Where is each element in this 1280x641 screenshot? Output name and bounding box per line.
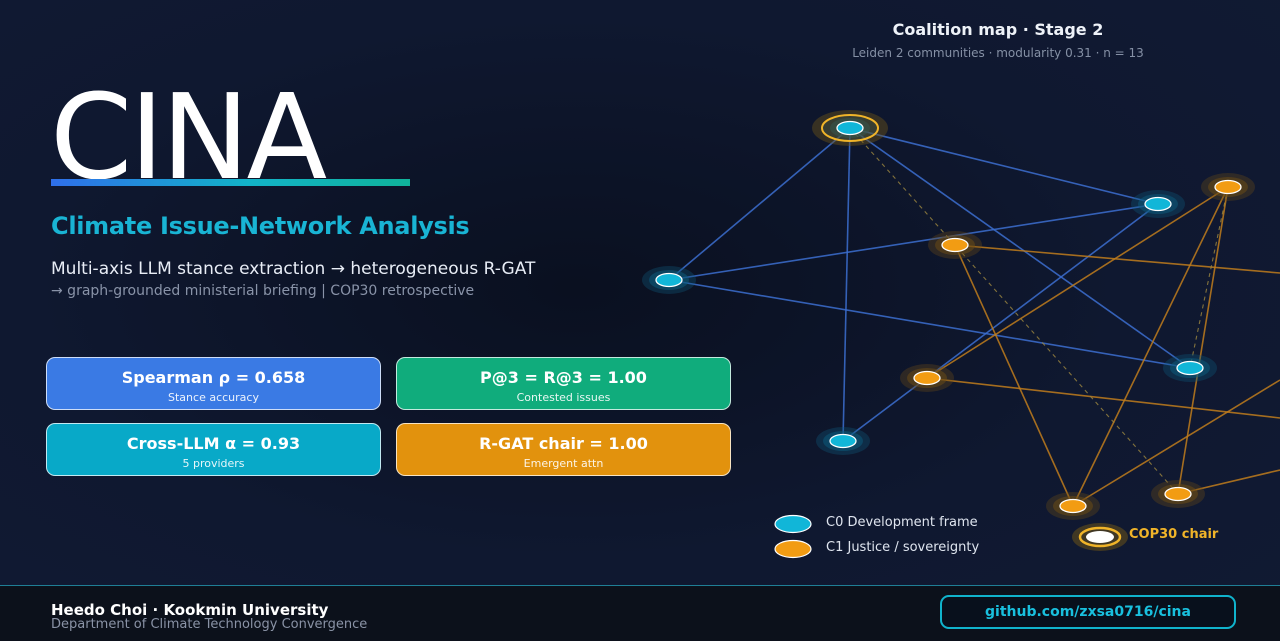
graph-edge bbox=[668, 203, 1159, 281]
metric-label: Emergent attn bbox=[523, 457, 604, 470]
graph-edge bbox=[668, 279, 1191, 369]
node-c1 bbox=[1214, 179, 1242, 195]
logo-underline bbox=[51, 179, 410, 186]
metric-card-stance-accuracy: Spearman ρ = 0.658 Stance accuracy bbox=[46, 357, 381, 410]
graph-edge-dashed bbox=[1189, 186, 1229, 369]
repository-link[interactable]: github.com/zxsa0716/cina bbox=[940, 595, 1236, 629]
metric-card-rgat-chair: R-GAT chair = 1.00 Emergent attn bbox=[396, 423, 731, 476]
metric-value: Cross-LLM α = 0.93 bbox=[126, 434, 301, 453]
graph-edge bbox=[668, 127, 851, 281]
node-c0 bbox=[836, 120, 864, 136]
node-c0 bbox=[829, 433, 857, 449]
graph-edge bbox=[954, 244, 1074, 507]
chair-marker bbox=[1086, 531, 1114, 543]
node-c0 bbox=[1176, 360, 1204, 376]
node-c1 bbox=[913, 370, 941, 386]
graph-edge bbox=[954, 244, 1280, 274]
metric-value: Spearman ρ = 0.658 bbox=[121, 368, 306, 387]
node-c0 bbox=[1144, 196, 1172, 212]
legend-marker-c1 bbox=[774, 539, 812, 559]
chair-marker-ring bbox=[1078, 526, 1122, 548]
metric-value: R-GAT chair = 1.00 bbox=[479, 434, 648, 453]
logo-wordmark: CINA bbox=[50, 68, 327, 206]
metric-value: P@3 = R@3 = 1.00 bbox=[480, 368, 647, 387]
metric-label: 5 providers bbox=[182, 457, 245, 470]
metric-card-contested-issues: P@3 = R@3 = 1.00 Contested issues bbox=[396, 357, 731, 410]
graph-edge-dashed bbox=[849, 127, 1179, 495]
project-subtitle: Climate Issue-Network Analysis bbox=[51, 212, 470, 240]
legend-label-c1: C1 Justice / sovereignty bbox=[826, 540, 980, 555]
node-c0 bbox=[655, 272, 683, 288]
chair-legend-label: COP30 chair bbox=[1129, 527, 1219, 542]
legend-label-c0: C0 Development frame bbox=[826, 515, 978, 530]
graph-edge bbox=[842, 203, 1159, 442]
metric-label: Stance accuracy bbox=[168, 391, 259, 404]
department-name: Department of Climate Technology Converg… bbox=[51, 617, 368, 632]
metric-label: Contested issues bbox=[516, 391, 611, 404]
pipeline-description: Multi-axis LLM stance extraction → heter… bbox=[51, 259, 536, 279]
node-c1 bbox=[1059, 498, 1087, 514]
graph-edge bbox=[1072, 186, 1229, 507]
pipeline-description-secondary: → graph-grounded ministerial briefing | … bbox=[51, 283, 475, 299]
legend-marker-c0 bbox=[774, 514, 812, 534]
graph-edge bbox=[842, 127, 851, 442]
author-affiliation: Heedo Choi · Kookmin University bbox=[51, 601, 329, 619]
graph-edge bbox=[849, 127, 1191, 369]
graph-edge bbox=[1072, 379, 1280, 507]
metric-card-cross-llm: Cross-LLM α = 0.93 5 providers bbox=[46, 423, 381, 476]
graph-edge bbox=[926, 186, 1229, 379]
coalition-map-title: Coalition map · Stage 2 bbox=[892, 20, 1104, 39]
chair-ring bbox=[821, 114, 879, 142]
graph-edge bbox=[849, 127, 1159, 205]
coalition-network-graph bbox=[642, 110, 1280, 559]
node-c1 bbox=[941, 237, 969, 253]
coalition-map-subtitle: Leiden 2 communities · modularity 0.31 ·… bbox=[852, 46, 1144, 60]
graph-edge bbox=[1177, 186, 1229, 495]
node-c1 bbox=[1164, 486, 1192, 502]
graph-edge bbox=[926, 377, 1280, 419]
